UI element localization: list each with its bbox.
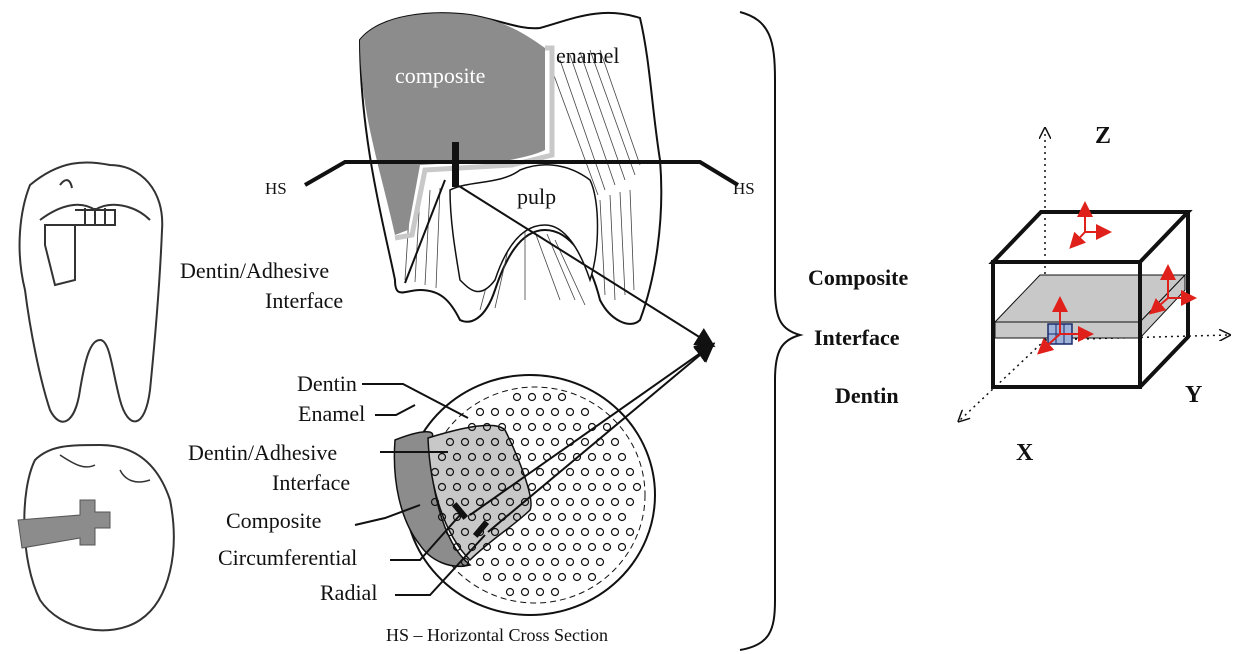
label-pulp: pulp <box>517 184 556 209</box>
label-composite: composite <box>395 63 485 88</box>
label-axis-x: X <box>1016 440 1034 466</box>
tooth-side-sketch <box>20 162 163 421</box>
horizontal-cross-section: Dentin Enamel Dentin/Adhesive Interface … <box>188 345 712 645</box>
axis-x <box>960 340 1045 420</box>
brace <box>740 12 800 650</box>
label-hs-right: HS <box>733 179 755 198</box>
label-radial: Radial <box>320 580 377 605</box>
label-enamel-cs: Enamel <box>298 401 365 426</box>
label-enamel: enamel <box>556 43 620 68</box>
label-interface-line2: Interface <box>265 288 343 313</box>
label-composite-cs: Composite <box>226 508 321 533</box>
sample-bar-top <box>452 142 459 187</box>
cube-model: Z Y X <box>960 123 1228 466</box>
label-interface-line1: Dentin/Adhesive <box>180 258 329 283</box>
label-interface-cs-line1: Dentin/Adhesive <box>188 440 337 465</box>
label-axis-z: Z <box>1095 123 1111 149</box>
label-interface-cs-line2: Interface <box>272 470 350 495</box>
label-dentin: Dentin <box>297 371 357 396</box>
label-model-interface: Interface <box>814 325 900 350</box>
label-circumferential: Circumferential <box>218 545 357 570</box>
label-axis-y: Y <box>1185 382 1202 408</box>
caption: HS – Horizontal Cross Section <box>386 625 608 645</box>
label-hs-left: HS <box>265 179 287 198</box>
tooth-occlusal-sketch <box>18 445 174 630</box>
label-model-composite: Composite <box>808 265 908 290</box>
tooth-longitudinal-section: composite enamel pulp HS HS Dentin/Adhes… <box>180 13 755 345</box>
label-model-dentin: Dentin <box>835 383 899 408</box>
